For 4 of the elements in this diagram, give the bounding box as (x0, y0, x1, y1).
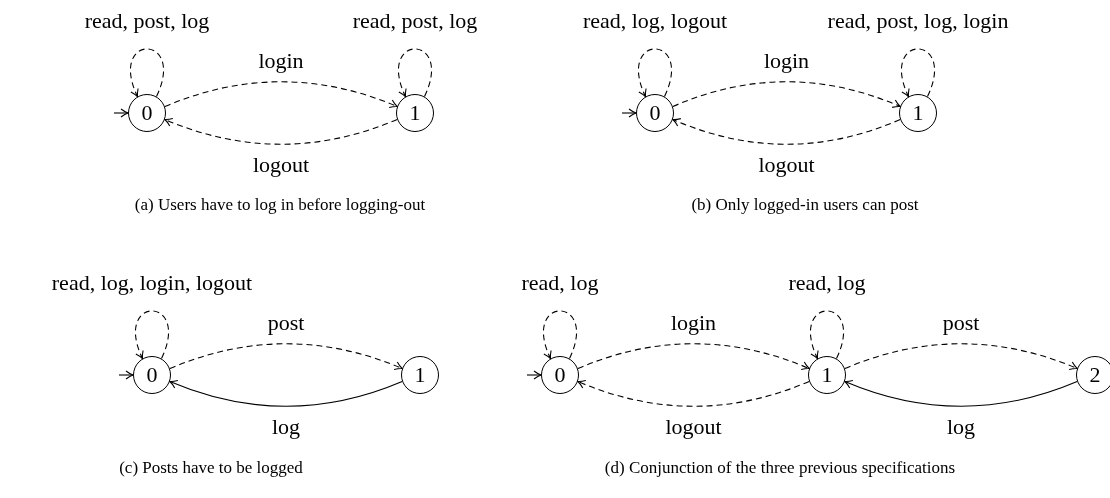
figure-caption: (b) Only logged-in users can post (691, 194, 919, 216)
figure-caption: (c) Posts have to be logged (119, 457, 303, 479)
figure-caption: (a) Users have to log in before logging-out (134, 194, 426, 216)
figure-caption: (d) Conjunction of the three previous specifications (604, 457, 956, 479)
